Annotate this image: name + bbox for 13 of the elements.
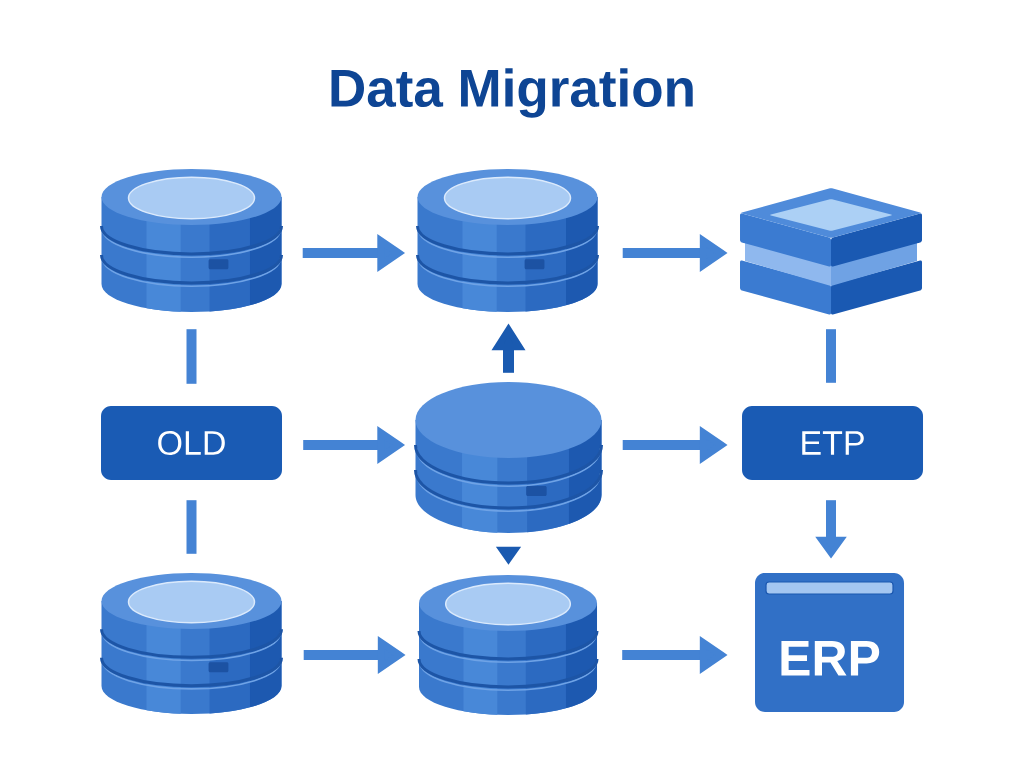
database-cylinder	[417, 575, 599, 715]
connector-line	[186, 500, 197, 554]
process-box: OLD	[101, 406, 282, 480]
connector-line	[826, 329, 836, 383]
process-box: ETP	[742, 406, 923, 480]
tabbed-box: ERP	[755, 573, 904, 712]
database-cylinder	[416, 169, 599, 312]
database-cylinder	[100, 169, 283, 312]
database-cylinder	[414, 382, 603, 533]
database-cylinder	[100, 573, 283, 714]
stacked-layers	[740, 188, 922, 315]
connector-line	[186, 329, 197, 384]
title: Data Migration	[331, 68, 693, 118]
